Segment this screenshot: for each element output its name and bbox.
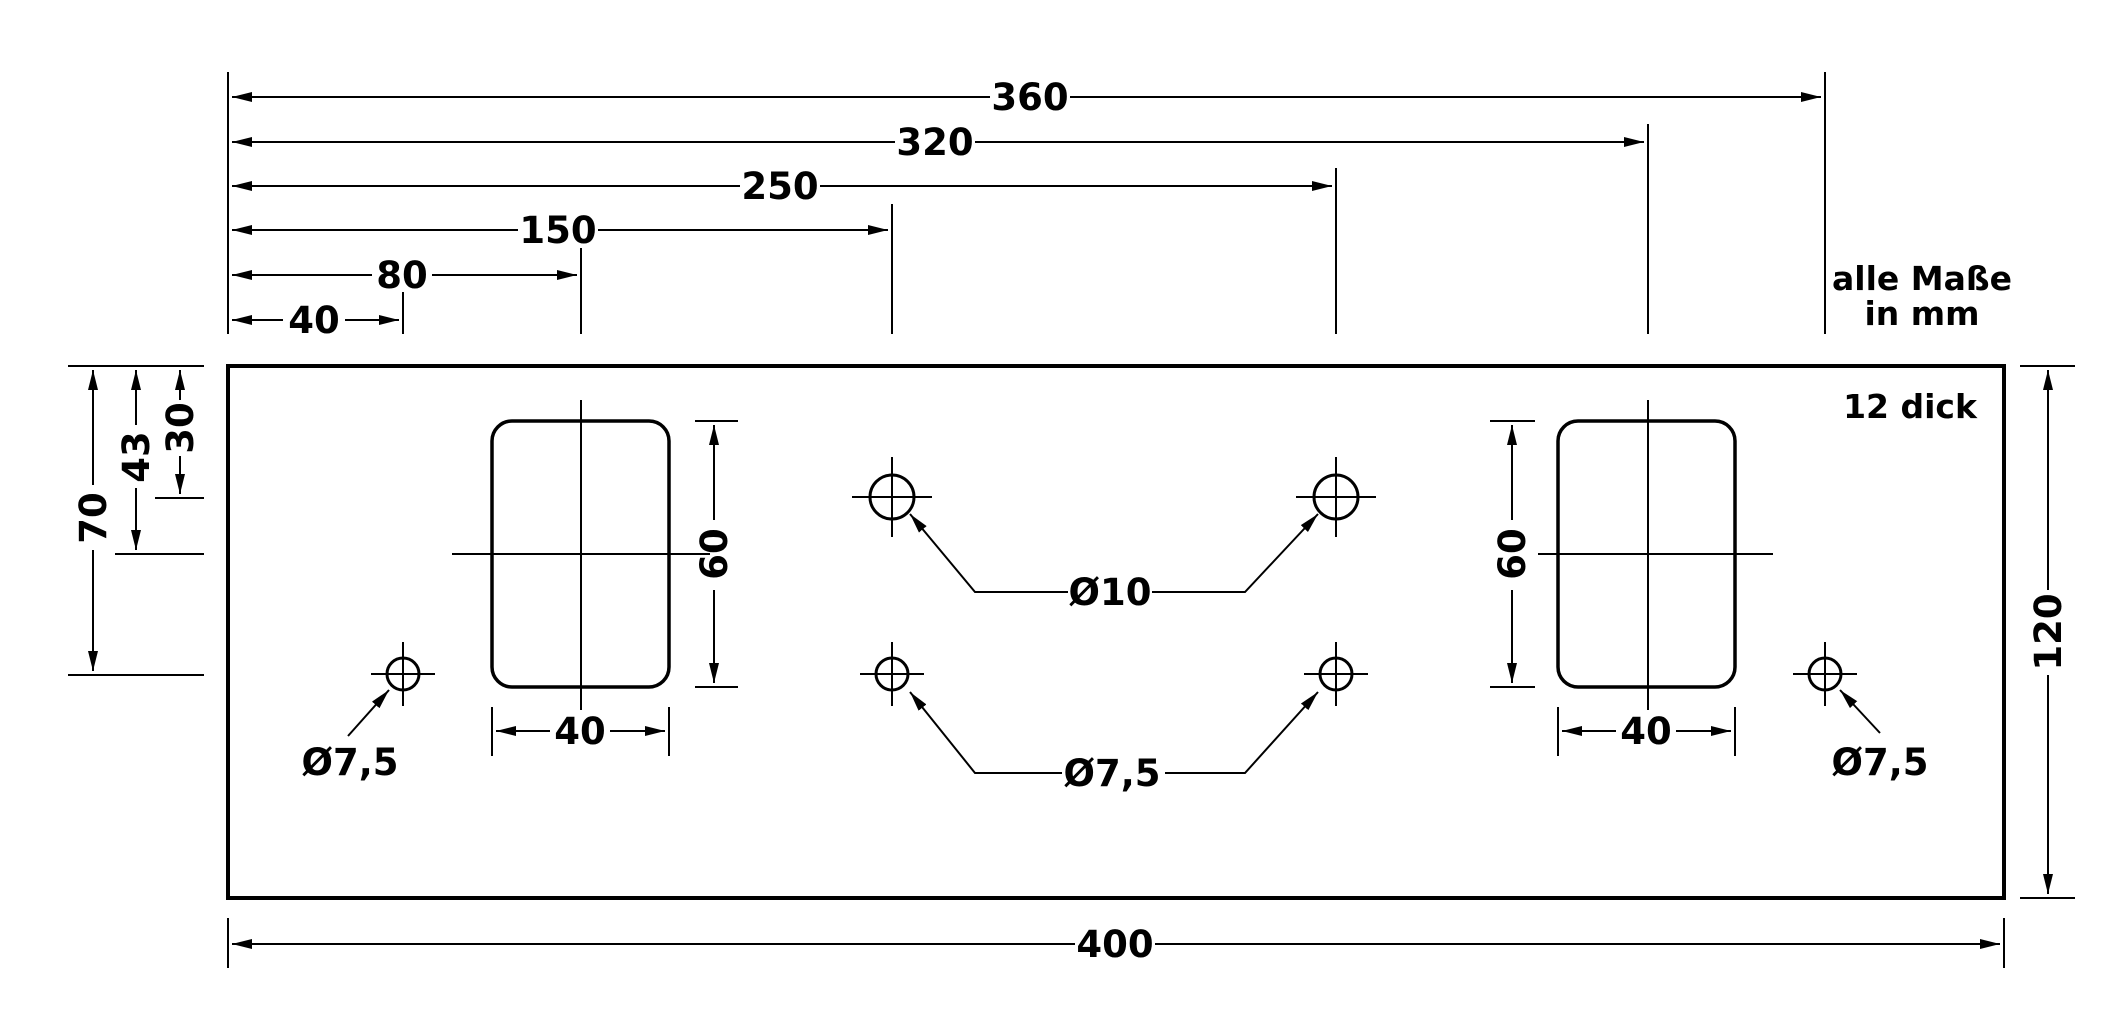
dimension-label-80: 80: [376, 254, 428, 297]
top-extension-lines: [227, 72, 1826, 334]
units-note-line2: in mm: [1864, 294, 1979, 333]
dimension-label-360: 360: [991, 76, 1068, 119]
cutout-left-height-label: 60: [693, 528, 736, 580]
leader-large-holes: Ø10: [909, 513, 1319, 614]
dimension-label-70: 70: [72, 492, 115, 544]
dimension-70: 70: [72, 370, 115, 671]
hole-small-center-left: [860, 642, 924, 706]
left-extension-lines: [68, 365, 204, 676]
hole-large-right: [1296, 457, 1376, 537]
cutout-right-width-label: 40: [1620, 710, 1672, 753]
dimension-120: 120: [2020, 365, 2075, 899]
dimension-label-150: 150: [519, 209, 596, 252]
hole-small-center-right: [1304, 642, 1368, 706]
hole-small-left: Ø7,5: [302, 642, 435, 784]
dimension-150: 150: [232, 209, 888, 252]
dimension-400: 400: [227, 918, 2005, 968]
dimension-label-320: 320: [896, 121, 973, 164]
hole-large-left: [852, 457, 932, 537]
dimension-label-400: 400: [1076, 923, 1153, 966]
cutout-right-height-label: 60: [1491, 528, 1534, 580]
hole-label-small-center: Ø7,5: [1064, 752, 1161, 795]
dimension-43: 43: [115, 370, 158, 550]
hole-label-large: Ø10: [1069, 571, 1152, 614]
hole-label-small-right: Ø7,5: [1832, 741, 1929, 784]
dimension-label-250: 250: [741, 165, 818, 208]
units-note-line1: alle Maße: [1832, 259, 2012, 298]
dimension-320: 320: [232, 121, 1644, 164]
dimension-label-30: 30: [159, 402, 202, 454]
hole-label-small-left: Ø7,5: [302, 741, 399, 784]
dimension-label-43: 43: [115, 431, 158, 483]
dimension-30: 30: [159, 370, 202, 494]
plate-outline: [226, 364, 2006, 900]
cutout-left-width-label: 40: [554, 710, 606, 753]
dimension-250: 250: [232, 165, 1332, 208]
dimension-80: 80: [232, 254, 577, 297]
dimension-label-40-top: 40: [288, 299, 340, 342]
leader-small-center-holes: Ø7,5: [909, 691, 1319, 795]
cutout-right: 60 40: [1490, 400, 1773, 756]
dimension-40-top: 40: [232, 299, 399, 342]
dimension-label-120: 120: [2027, 593, 2070, 670]
dimension-360: 360: [232, 76, 1821, 119]
cutout-left: 60 40: [452, 400, 738, 756]
hole-small-right: Ø7,5: [1793, 642, 1929, 784]
thickness-note: 12 dick: [1843, 387, 1978, 426]
